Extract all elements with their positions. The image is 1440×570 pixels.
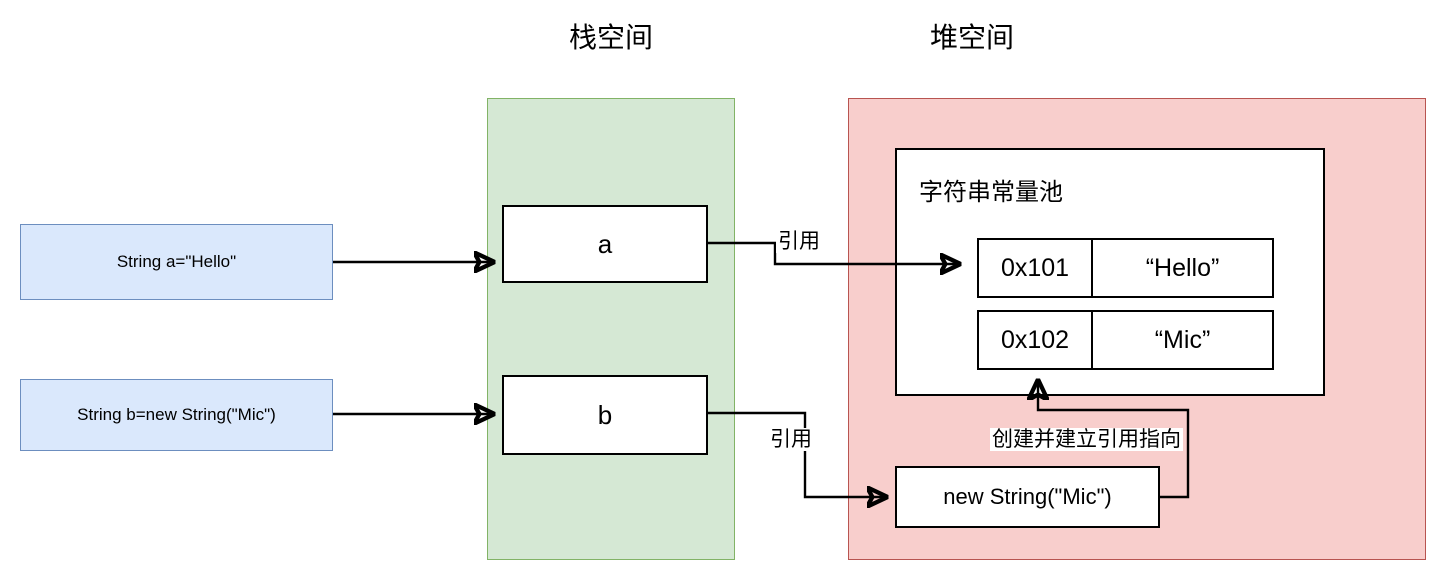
pool-row-address: 0x101 <box>979 240 1093 296</box>
declaration-box-b: String b=new String("Mic") <box>20 379 333 451</box>
string-constant-pool: 字符串常量池 0x101 “Hello” 0x102 “Mic” <box>895 148 1325 396</box>
edge-label-reference-a: 引用 <box>776 230 822 254</box>
stack-region-title: 栈空间 <box>568 22 653 53</box>
declaration-box-a: String a="Hello" <box>20 224 333 300</box>
pool-row-address: 0x102 <box>979 312 1093 368</box>
pool-row-value: “Hello” <box>1145 253 1220 282</box>
string-constant-pool-title: 字符串常量池 <box>919 179 1063 206</box>
stack-variable-a: a <box>502 205 708 283</box>
edge-label-reference-b: 引用 <box>768 428 814 452</box>
pool-row: 0x101 “Hello” <box>977 238 1274 298</box>
pool-row-value: “Mic” <box>1154 325 1211 354</box>
heap-region-title: 堆空间 <box>929 22 1014 53</box>
pool-row: 0x102 “Mic” <box>977 310 1274 370</box>
heap-object-new-string: new String("Mic") <box>895 466 1160 528</box>
stack-variable-b: b <box>502 375 708 455</box>
stack-region <box>487 98 735 560</box>
edge-label-create-and-link: 创建并建立引用指向 <box>990 428 1183 452</box>
